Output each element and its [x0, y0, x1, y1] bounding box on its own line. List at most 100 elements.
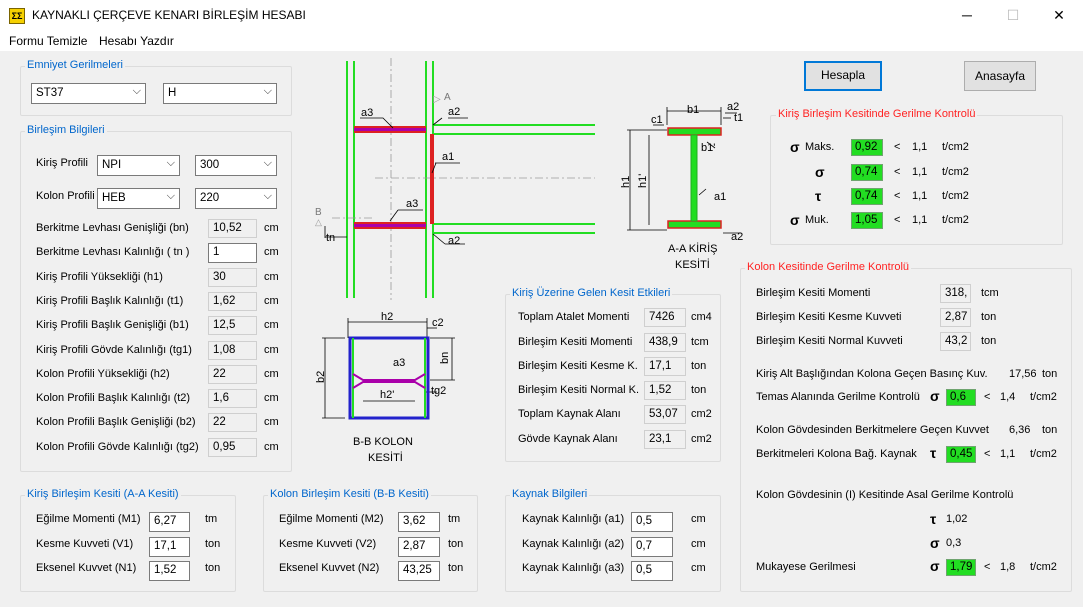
kolon-kesit-title: Kolon Birleşim Kesiti (B-B Kesiti)	[268, 488, 431, 500]
h1-unit: cm	[264, 271, 279, 283]
n1-input[interactable]: 1,52	[149, 561, 190, 581]
mukayese-op: <	[984, 561, 991, 573]
chevron-down-icon: ⌵	[166, 157, 175, 169]
kiris-type-select[interactable]: NPI⌵	[97, 155, 180, 176]
chevron-down-icon: ⌵	[263, 157, 272, 169]
sigma-symbol: σ	[790, 139, 800, 155]
muk-op: <	[894, 214, 901, 226]
a3-input[interactable]: 0,5	[631, 561, 673, 581]
window-title: KAYNAKLI ÇERÇEVE KENARI BİRLEŞİM HESABI	[32, 8, 306, 22]
n2-input[interactable]: 43,25	[398, 561, 440, 581]
temas-limit: 1,4	[1000, 391, 1016, 403]
m2-input[interactable]: 3,62	[398, 512, 440, 532]
t2-label: Kolon Profili Başlık Kalınlığı (t2)	[36, 392, 191, 404]
sigma-symbol: σ	[815, 164, 825, 180]
berk-op: <	[984, 448, 991, 460]
mukayese-unit: t/cm2	[1030, 561, 1057, 573]
chevron-down-icon: ⌵	[132, 85, 141, 97]
b1-unit: cm	[264, 319, 279, 331]
kiris-size-select[interactable]: 300⌵	[195, 155, 277, 176]
bb-caption-2: KESİTİ	[368, 451, 403, 464]
label-b2: b2	[315, 371, 327, 383]
a1-input[interactable]: 0,5	[631, 512, 673, 532]
tau-symbol: τ	[930, 511, 937, 527]
kolon-type-select[interactable]: HEB⌵	[97, 188, 180, 209]
close-button[interactable]: ✕	[1053, 7, 1065, 23]
kiris-profili-label: Kiriş Profili	[36, 157, 88, 169]
menu-formu-temizle[interactable]: Formu Temizle	[9, 34, 88, 48]
menu-hesabi-yazdir[interactable]: Hesabı Yazdır	[99, 34, 174, 48]
sigma-op: <	[894, 166, 901, 178]
maks-value: 0,92	[851, 139, 883, 156]
menu-bar	[0, 31, 1083, 51]
steel-grade-value: ST37	[36, 87, 64, 99]
m1-unit: tm	[205, 513, 218, 525]
kk-moment-unit: tcm	[981, 287, 999, 299]
govde-value: 6,36	[1009, 424, 1031, 436]
h2-label: Kolon Profili Yüksekliği (h2)	[36, 368, 170, 380]
v2-input[interactable]: 2,87	[398, 537, 440, 557]
basinc-unit: ton	[1042, 368, 1058, 380]
tn-input[interactable]: 1	[208, 243, 257, 263]
temas-unit: t/cm2	[1030, 391, 1057, 403]
a3-label: Kaynak Kalınlığı (a3)	[522, 562, 625, 574]
label-c2: c2	[432, 317, 444, 329]
label-t1: t1	[734, 112, 743, 124]
load-case-value: H	[168, 87, 177, 99]
load-case-select[interactable]: H⌵	[163, 83, 277, 104]
label-a3: a3	[393, 357, 405, 369]
temas-label: Temas Alanında Gerilme Kontrolü	[756, 391, 920, 403]
berk-value: 0,45	[946, 446, 976, 463]
kolon-type-value: HEB	[102, 192, 126, 204]
kolon-size-value: 220	[200, 192, 220, 204]
steel-grade-select[interactable]: ST37 ⌵	[31, 83, 146, 104]
a2-input[interactable]: 0,7	[631, 537, 673, 557]
kk-kesme-unit: ton	[981, 311, 997, 323]
mukayese-limit: 1,8	[1000, 561, 1016, 573]
emniyet-group	[20, 66, 292, 116]
app-icon: ΣΣ	[9, 8, 25, 24]
atalet-value: 7426	[644, 308, 686, 327]
v1-input[interactable]: 17,1	[149, 537, 190, 557]
minimize-button[interactable]: ─	[962, 7, 972, 23]
label-h2p: h2'	[380, 389, 394, 401]
aa-section-diagram: b1 a2 c1 t1 b1' h1 h1' a1 a2 A-A KİRİŞ K…	[620, 101, 743, 271]
kolon-size-select[interactable]: 220 ⌵	[195, 188, 277, 209]
kolon-profili-label: Kolon Profili	[36, 190, 95, 202]
label-bn: bn	[439, 352, 451, 364]
bn-unit: cm	[264, 222, 279, 234]
hesapla-button[interactable]: Hesapla	[804, 61, 882, 91]
maks-op: <	[894, 141, 901, 153]
anasayfa-button[interactable]: Anasayfa	[964, 61, 1036, 91]
sigma-symbol: σ	[930, 535, 940, 551]
h1-value: 30	[208, 268, 257, 287]
birlesim-title: Birleşim Bilgileri	[25, 124, 107, 136]
maximize-button[interactable]: ☐	[1006, 7, 1020, 23]
kk-kesme-value: 2,87	[940, 308, 971, 327]
a3-unit: cm	[691, 562, 706, 574]
m1-input[interactable]: 6,27	[149, 512, 190, 532]
govde-kaynak-value: 23,1	[644, 430, 686, 449]
label-section-a: A	[444, 92, 451, 103]
aa-caption-1: A-A KİRİŞ	[668, 242, 718, 255]
label-h2: h2	[381, 311, 393, 323]
asal-sigma-value: 0,3	[946, 537, 962, 549]
section-arrow-b: △	[315, 217, 322, 227]
label-b1: b1	[687, 104, 699, 116]
moment-label: Birleşim Kesiti Momenti	[518, 336, 633, 348]
sigma-symbol: σ	[930, 388, 940, 404]
chevron-down-icon: ⌵	[263, 190, 272, 202]
temas-value: 0,6	[946, 389, 976, 406]
tg2-unit: cm	[264, 441, 279, 453]
v1-unit: ton	[205, 538, 221, 550]
a1-unit: cm	[691, 513, 706, 525]
bn-value: 10,52	[208, 219, 257, 238]
normal-label: Birleşim Kesiti Normal K.	[518, 384, 640, 396]
tau-value: 0,74	[851, 188, 883, 205]
mukayese-value: 1,79	[946, 559, 976, 576]
tau-unit: t/cm2	[942, 190, 969, 202]
kk-kesme-label: Birleşim Kesiti Kesme Kuvveti	[756, 311, 902, 323]
m1-label: Eğilme Momenti (M1)	[36, 513, 141, 525]
kaynak-group	[505, 495, 721, 592]
h2-value: 22	[208, 365, 257, 384]
